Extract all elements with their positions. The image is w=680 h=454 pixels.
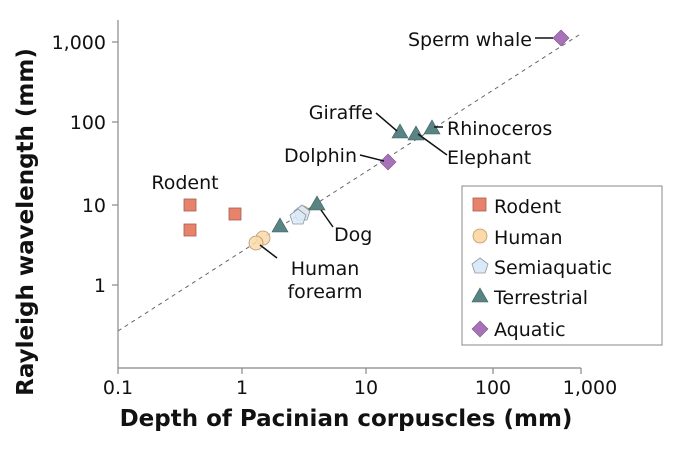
rodent-point xyxy=(228,207,242,221)
label-elephant: Elephant xyxy=(447,147,531,169)
x-tick-1: 1 xyxy=(236,377,248,399)
y-tick-100: 100 xyxy=(70,112,106,134)
terrestrial-point xyxy=(391,123,409,139)
terrestrial-point xyxy=(407,125,425,141)
legend-label-human: Human xyxy=(494,227,563,249)
legend-pentagon-icon xyxy=(471,257,489,274)
legend-triangle-icon xyxy=(471,287,489,303)
legend-label-aquatic: Aquatic xyxy=(494,319,566,341)
label-rodent: Rodent xyxy=(151,172,218,194)
legend-diamond-icon xyxy=(471,320,489,338)
legend-square-icon xyxy=(472,197,487,212)
legend-circle-icon xyxy=(472,228,488,244)
series-terrestrial xyxy=(271,119,441,233)
legend-item-semiaquatic: Semiaquatic xyxy=(471,257,612,279)
label-human-forearm-line1: Human xyxy=(291,258,360,280)
label-giraffe: Giraffe xyxy=(309,102,373,124)
label-sperm-whale: Sperm whale xyxy=(408,29,532,51)
label-human-forearm-line2: forearm xyxy=(287,281,362,303)
reference-line xyxy=(117,32,583,332)
x-axis: 0.1 1 10 100 1,000 xyxy=(103,367,617,399)
x-axis-title: Depth of Pacinian corpuscles (mm) xyxy=(120,406,573,432)
series-semiaquatic xyxy=(289,204,311,225)
semiaquatic-point xyxy=(289,208,307,225)
leader-lines xyxy=(259,37,553,259)
label-dolphin: Dolphin xyxy=(284,145,357,167)
terrestrial-point xyxy=(308,195,326,211)
legend-item-aquatic: Aquatic xyxy=(471,319,566,341)
series-aquatic xyxy=(379,29,570,171)
x-tick-1000: 1,000 xyxy=(563,377,617,399)
rodent-point xyxy=(183,223,197,237)
series-human xyxy=(248,230,271,251)
legend-item-terrestrial: Terrestrial xyxy=(471,287,588,309)
legend: Rodent Human Semiaquatic Terrestrial Aqu… xyxy=(461,185,663,346)
x-tick-100: 100 xyxy=(475,377,511,399)
x-tick-10: 10 xyxy=(354,377,378,399)
terrestrial-point xyxy=(271,217,289,233)
legend-label-terrestrial: Terrestrial xyxy=(493,287,588,309)
y-tick-1: 1 xyxy=(94,275,106,297)
legend-item-human: Human xyxy=(472,227,563,249)
series-rodent xyxy=(183,198,242,237)
legend-item-rodent: Rodent xyxy=(472,196,561,218)
x-tick-0.1: 0.1 xyxy=(103,377,133,399)
legend-label-semiaquatic: Semiaquatic xyxy=(494,257,612,279)
y-tick-10: 10 xyxy=(82,195,106,217)
label-dog: Dog xyxy=(334,224,372,246)
aquatic-point xyxy=(552,29,570,47)
label-rhinoceros: Rhinoceros xyxy=(447,118,552,140)
y-axis-title: Rayleigh wavelength (mm) xyxy=(13,48,39,396)
aquatic-point xyxy=(379,153,397,171)
y-tick-1000: 1,000 xyxy=(52,32,106,54)
legend-label-rodent: Rodent xyxy=(494,196,561,218)
legend-box xyxy=(461,185,663,346)
rodent-point xyxy=(183,198,197,212)
y-axis: 1,000 100 10 1 xyxy=(52,20,119,368)
human-point xyxy=(248,235,264,251)
